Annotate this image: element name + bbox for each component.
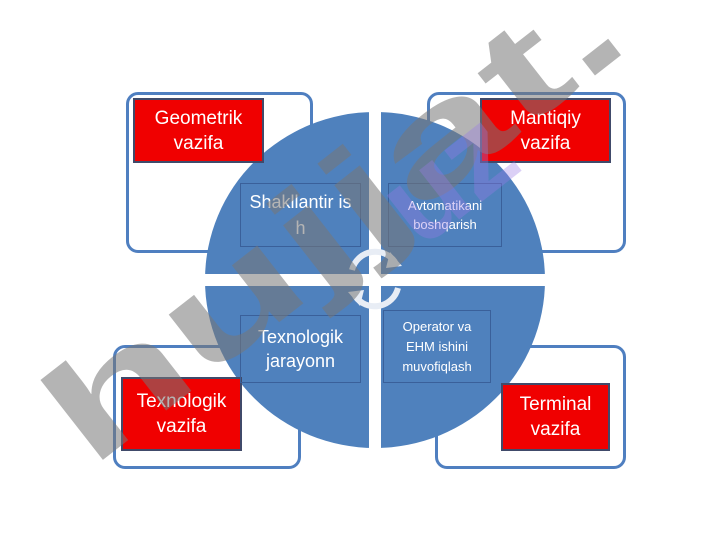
function-texnologik-jarayon: Texnologik jarayonn	[240, 315, 361, 383]
function-label: Operator va EHM ishini muvofiqlash	[402, 318, 472, 374]
task-label: Texnologik vazifa	[136, 391, 227, 437]
function-avtomatika: Avtomatikani boshqarish	[388, 183, 502, 247]
task-terminal: Terminal vazifa	[501, 383, 610, 451]
task-label: Geometrik vazifa	[154, 107, 243, 154]
task-geometrik: Geometrik vazifa	[133, 98, 264, 163]
task-label: Mantiqiy vazifa	[510, 107, 581, 154]
function-label: Avtomatikani boshqarish	[407, 198, 483, 232]
function-operator: Operator va EHM ishini muvofiqlash	[383, 310, 491, 383]
task-mantiqiy: Mantiqiy vazifa	[480, 98, 611, 163]
function-label: Shakllantir ish	[249, 192, 352, 238]
function-label: Texnologik jarayonn	[257, 327, 344, 371]
function-shakllantirish: Shakllantir ish	[240, 183, 361, 247]
task-texnologik: Texnologik vazifa	[121, 377, 242, 451]
task-label: Terminal vazifa	[519, 394, 592, 440]
